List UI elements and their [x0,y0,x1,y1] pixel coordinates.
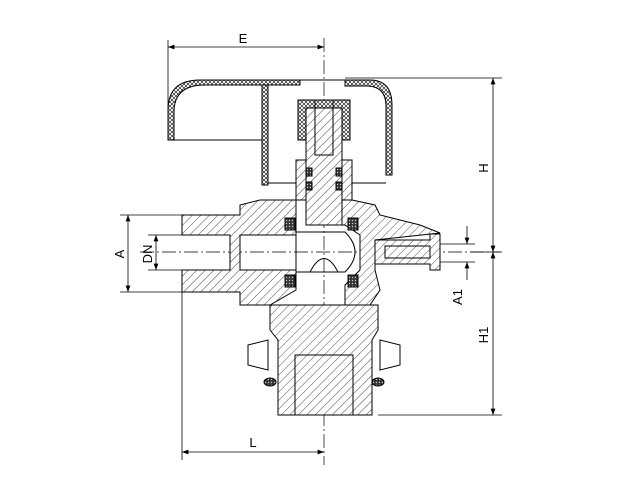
dim-label-H1: H1 [476,327,491,344]
dim-label-DN: DN [140,245,155,264]
dimension-A: A [112,214,182,293]
dim-label-L: L [249,435,256,450]
side-outlet [374,233,441,271]
dimension-DN: DN [140,234,182,271]
valve-body [181,199,441,306]
dimension-H: H [345,77,502,253]
dimension-A1: A1 [440,226,475,305]
dim-label-H: H [476,163,491,172]
dim-label-E: E [239,31,248,46]
stem [295,99,353,226]
dim-label-A: A [112,249,127,258]
dimension-L: L [181,292,324,460]
dimension-H1: H1 [378,251,502,416]
handle [167,79,393,186]
dimension-E: E [167,31,324,140]
bottom-outlet [247,304,401,416]
dim-label-A1: A1 [450,289,465,305]
